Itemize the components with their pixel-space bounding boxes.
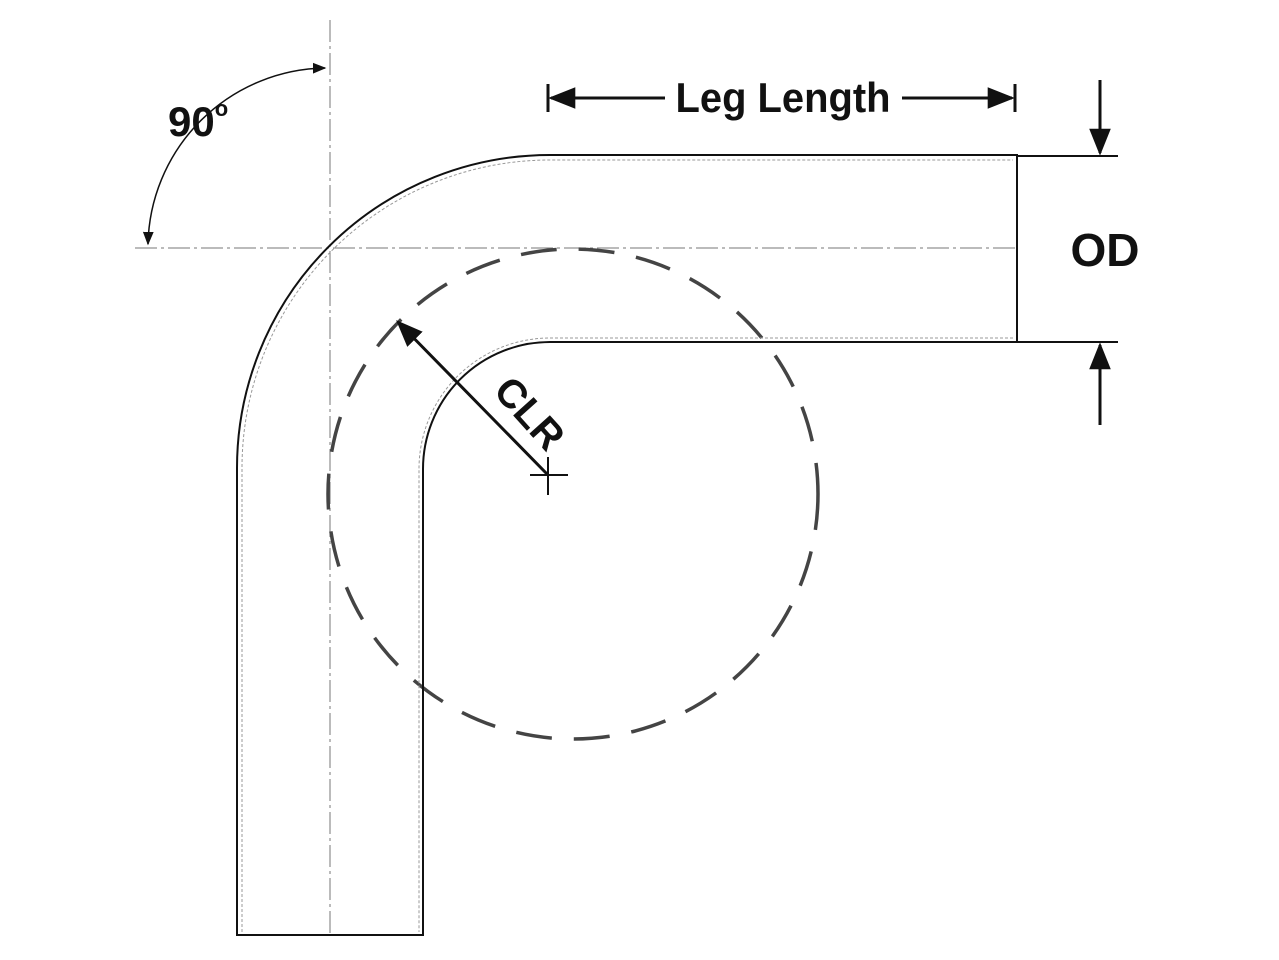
clr-circle: [326, 247, 820, 741]
od-label: OD: [1071, 224, 1140, 276]
pipe-outline: [236, 154, 1018, 936]
angle-arc: [142, 62, 327, 246]
angle-value: 90: [168, 98, 215, 145]
clr-radius-arrow: [396, 320, 550, 477]
bend-center-mark: [530, 457, 568, 495]
pipe-inner-wall: [241, 159, 1013, 932]
leg-length-label: Leg Length: [676, 74, 891, 121]
angle-degree-symbol: o: [215, 96, 228, 121]
clr-label: CLR: [485, 369, 573, 460]
angle-label: 90o: [168, 96, 228, 145]
